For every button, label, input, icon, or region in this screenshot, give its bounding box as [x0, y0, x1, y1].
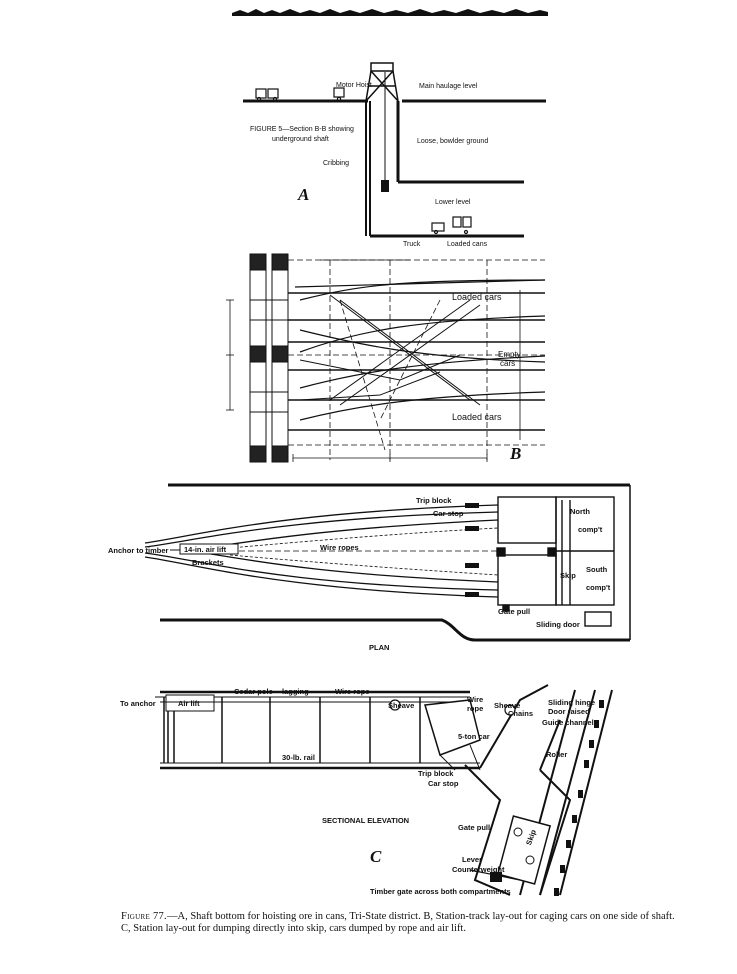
figure-caption: Figure 77.—A, Shaft bottom for hoisting … [121, 911, 681, 934]
shaft-timbers [249, 253, 289, 463]
label-skip: Skip [560, 571, 576, 580]
label-south-2: comp't [586, 583, 611, 592]
label-air-lift-c: Air lift [178, 699, 200, 708]
label-brackets: Brackets [192, 558, 224, 567]
dimension-lines [226, 259, 521, 462]
label-anchor: Anchor to timber [108, 546, 168, 555]
label-empty-cars-2: cars [500, 359, 515, 368]
label-motor-hoist: Motor Hoist [336, 82, 372, 89]
figure-b: Loaded cars Empty cars Loaded cars B [226, 253, 546, 463]
label-loaded-cars-top: Loaded cars [452, 292, 502, 302]
label-lower-level: Lower level [435, 199, 471, 206]
label-figure-note-2: underground shaft [272, 136, 329, 143]
loaded-cans [431, 216, 472, 235]
center-lines [288, 259, 545, 460]
plan-title: PLAN [369, 643, 389, 652]
timber-posts [163, 697, 421, 763]
label-gate-pull-c: Gate pull [458, 823, 490, 832]
label-trip-block-c: Trip block [418, 769, 454, 778]
label-chains: Chains [508, 709, 533, 718]
figure-b-letter: B [509, 444, 521, 463]
label-guide-channel: Guide channel [542, 718, 594, 727]
label-figure-note-1: FIGURE 5—Section B-B showing [250, 126, 354, 133]
surface-cars [255, 87, 345, 102]
label-sliding-hinge: Sliding hinge [548, 698, 595, 707]
top-ground-strip [232, 9, 548, 16]
caption-text: —A, Shaft bottom for hoisting ore in can… [121, 911, 675, 934]
label-loaded-cans: Loaded cans [447, 241, 488, 248]
label-wire-rope-top: Wire rope [335, 687, 370, 696]
label-sheave-1: Sheave [388, 701, 414, 710]
caption-figure-number: Figure 77. [121, 911, 167, 922]
label-lagging: lagging [282, 687, 309, 696]
label-gate-pull: Gate pull [498, 607, 530, 616]
skip-body [496, 815, 552, 885]
label-north-1: North [570, 507, 590, 516]
label-cedar-pole: Cedar pole [234, 687, 273, 696]
air-lift-box [179, 543, 239, 555]
switch-lines [299, 294, 481, 406]
label-wire-rope-2b: rope [467, 704, 483, 713]
guide-blocks [465, 503, 479, 597]
label-wire-rope-2a: Wire [467, 695, 483, 704]
label-door-raised: Door raised [548, 707, 590, 716]
label-sheave-2: Sheave [494, 701, 520, 710]
figure-plan: Trip block Car stop North comp't Anchor … [108, 483, 631, 652]
label-trip-block: Trip block [416, 496, 452, 505]
label-lever: Lever [462, 855, 482, 864]
label-car-stop-c: Car stop [428, 779, 459, 788]
label-truck: Truck [403, 241, 421, 248]
label-north-2: comp't [578, 525, 603, 534]
label-timber-gate: Timber gate across both compartments [370, 887, 511, 896]
label-car-stop: Car stop [433, 509, 464, 518]
shaft-compartments [496, 496, 615, 627]
label-to-anchor: To anchor [120, 699, 156, 708]
figure-a-letter: A [297, 185, 309, 204]
label-loose-ground: Loose, bowlder ground [417, 138, 488, 145]
label-loaded-cars-bottom: Loaded cars [452, 412, 502, 422]
inclined-shaft [464, 684, 613, 896]
figure-c-letter: C [370, 847, 382, 866]
figure-c: To anchor Air lift Cedar pole lagging Wi… [120, 684, 613, 896]
label-five-ton-car: 5-ton car [458, 732, 490, 741]
label-empty-cars-1: Empty [498, 350, 521, 359]
label-main-haulage: Main haulage level [419, 83, 478, 90]
label-air-lift: 14-in. air lift [184, 545, 227, 554]
track-rails [288, 279, 546, 431]
label-roller: Roller [546, 750, 567, 759]
label-sliding-door: Sliding door [536, 620, 580, 629]
sectional-elevation-title: SECTIONAL ELEVATION [322, 816, 409, 825]
label-south-1: South [586, 565, 608, 574]
sleepers [554, 700, 604, 896]
label-wire-ropes: Wire ropes [320, 543, 359, 552]
plan-tracks [144, 504, 499, 598]
label-counterweight: Counterweight [452, 865, 505, 874]
air-lift-c [165, 694, 215, 712]
figure-a: Motor Hoist Main haulage level FIGURE 5—… [243, 62, 546, 248]
label-rail: 30-lb. rail [282, 753, 315, 762]
label-cribbing: Cribbing [323, 160, 349, 167]
